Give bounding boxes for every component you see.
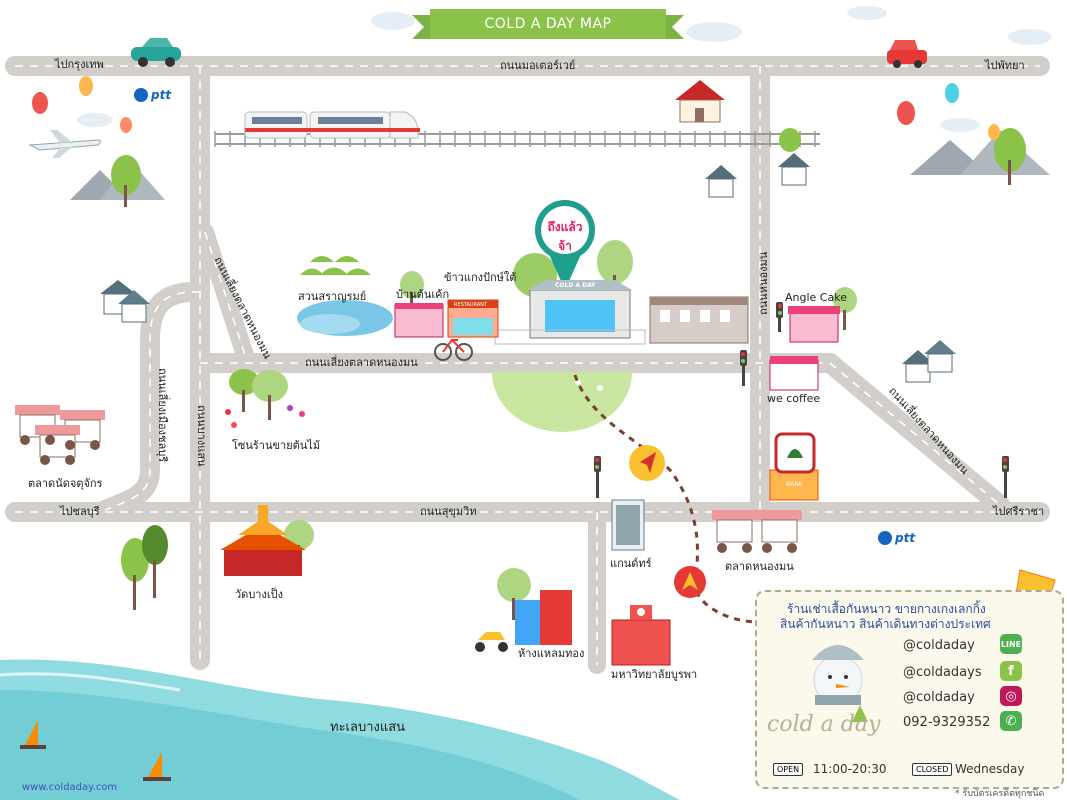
road-curve: ถนนเลี่ยงเมืองชลบุรี xyxy=(156,368,169,463)
scooter-icon xyxy=(475,632,508,652)
brand-wordmark: cold a day xyxy=(767,712,881,737)
bicycle-icon xyxy=(434,338,473,361)
car-icon-red xyxy=(887,40,927,68)
university-building xyxy=(611,605,671,666)
label-restaurant: ข้าวแกงปักษ์ใต้ xyxy=(444,271,517,284)
shop-sign: COLD A DAY xyxy=(555,282,596,289)
car-icon-green xyxy=(131,38,181,67)
dest-pattaya: ไปพัทยา xyxy=(985,59,1025,72)
bank-sign: BANK xyxy=(786,481,803,488)
label-coffee: we coffee xyxy=(767,392,821,405)
location-pin-icon xyxy=(535,200,595,290)
credit-card-note: * รับบัตรเครดิตทุกชนิด xyxy=(955,789,1045,799)
social-facebook-handle: @coldadays xyxy=(903,665,982,680)
map-title-banner: COLD A DAY MAP xyxy=(412,9,684,39)
open-hours: 11:00-20:30 xyxy=(813,762,887,776)
facebook-icon[interactable]: f xyxy=(1000,661,1022,681)
road-bypass-middle: ถนนเลี่ยงตลาดหนองมน xyxy=(305,356,418,369)
social-instagram-handle: @coldaday xyxy=(903,690,975,705)
gas-label-top: ptt xyxy=(151,88,172,102)
direction-marker-1 xyxy=(629,445,665,481)
cold-a-day-shop xyxy=(494,280,646,345)
ptt-logo-bottom xyxy=(878,531,892,545)
temple-building xyxy=(220,505,306,576)
label-temple: วัดบางเป็ง xyxy=(235,588,283,601)
instagram-icon[interactable]: ◎ xyxy=(1000,686,1022,706)
label-angle-cake: Angle Cake xyxy=(785,291,847,304)
phone-icon[interactable]: ✆ xyxy=(1000,711,1022,731)
label-mall: ห้างแหลมทอง xyxy=(518,647,585,660)
info-line-1: ร้านเช่าเสื้อกันหนาว ขายกางเกงเลกกิ้ง xyxy=(787,602,986,616)
restaurant-sign: RESTAURANT xyxy=(454,302,488,308)
direction-marker-2 xyxy=(674,566,706,598)
market-stalls-left xyxy=(15,405,105,465)
social-line-handle: @coldaday xyxy=(903,638,975,653)
gas-label-bottom: ptt xyxy=(895,531,916,545)
bank-building xyxy=(769,432,819,501)
train-icon xyxy=(244,111,420,139)
ptt-logo-top xyxy=(134,88,148,102)
label-market-right: ตลาดหนองมน xyxy=(725,560,794,573)
label-tower: แกนด์ทร์ xyxy=(610,557,652,570)
dest-chonburi: ไปชลบุรี xyxy=(60,505,100,518)
label-park: สวนสราญรมย์ xyxy=(298,290,367,303)
road-bangsaen: ถนนบางแสน xyxy=(195,405,208,467)
label-market-left: ตลาดนัดจตุจักร xyxy=(28,477,103,490)
airplane-icon xyxy=(28,130,101,158)
row-buildings xyxy=(649,296,749,344)
tower-building xyxy=(611,499,645,551)
label-bakery: บ้านต้นเค้ก xyxy=(396,288,450,301)
market-stalls-right xyxy=(712,510,802,553)
park-lawn xyxy=(492,372,632,432)
closed-day: Wednesday xyxy=(955,762,1025,776)
label-sea: ทะเลบางแสน xyxy=(330,720,406,735)
label-university: มหาวิทยาลัยบูรพา xyxy=(611,668,698,681)
route-path xyxy=(573,374,756,624)
info-line-2: สินค้ากันหนาว สินค้าเดินทางต่างประเทศ xyxy=(780,617,991,631)
line-icon[interactable]: LINE xyxy=(1000,634,1022,654)
road-nongmon: ถนนหนองมน xyxy=(757,251,770,315)
dest-sriracha: ไปศรีราชา xyxy=(993,505,1045,518)
house-icons xyxy=(100,80,956,383)
closed-tag: CLOSED xyxy=(912,763,953,776)
pin-label: ถึงแล้วจ้า xyxy=(547,220,583,253)
road-sukhumvit: ถนนสุขุมวิท xyxy=(420,505,477,518)
dest-bangkok: ไปกรุงเทพ xyxy=(55,58,104,71)
road-motorway: ถนนมอเตอร์เวย์ xyxy=(500,59,576,72)
railway xyxy=(214,131,820,147)
open-tag: OPEN xyxy=(773,763,804,776)
mall-building xyxy=(515,590,572,645)
phone-number: 092-9329352 xyxy=(903,715,991,730)
website-link[interactable]: www.coldaday.com xyxy=(22,782,118,793)
label-plant-zone: โซนร้านขายต้นไม้ xyxy=(232,439,321,452)
